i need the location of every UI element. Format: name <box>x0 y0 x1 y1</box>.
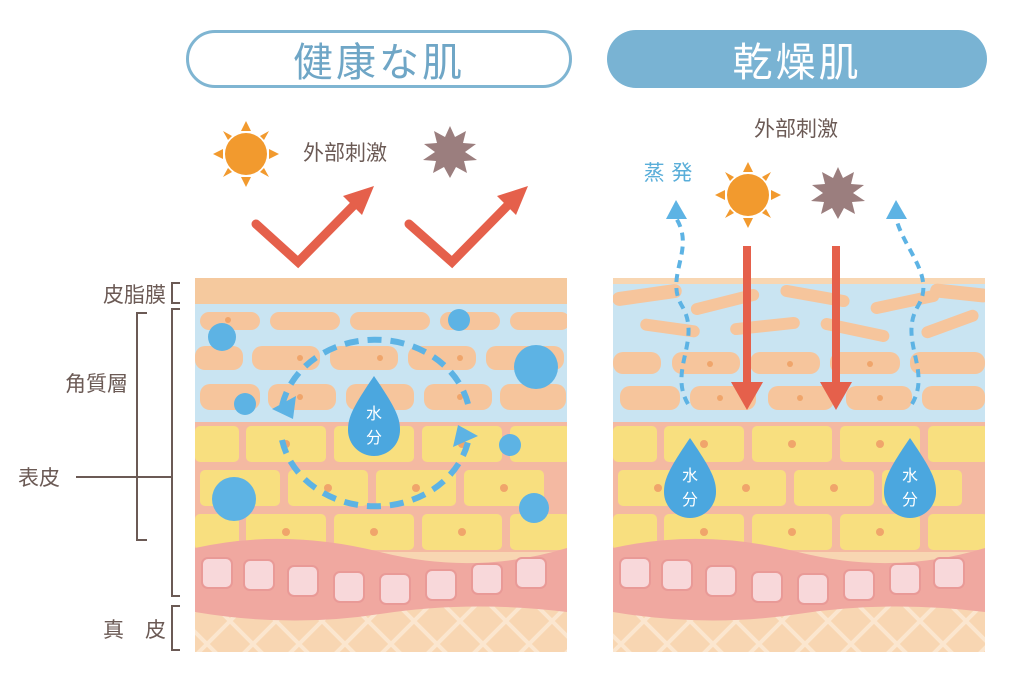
evaporation-arrow-icon <box>674 216 926 406</box>
water-drop-icon: 水 分 <box>884 438 936 518</box>
dry-skin-title: 乾燥肌 <box>607 30 987 88</box>
sun-icon <box>213 121 279 187</box>
svg-text:分: 分 <box>902 490 918 509</box>
water-drop-icon: 水 分 <box>348 376 400 456</box>
dermis-label: 真 皮 <box>103 618 166 642</box>
sebum-membrane-label: 皮脂膜 <box>103 283 166 307</box>
reflect-arrowhead <box>343 186 374 215</box>
circulation-arrowhead <box>453 425 478 447</box>
reflect-arrowhead <box>497 186 528 215</box>
svg-text:分: 分 <box>682 490 698 509</box>
external-stimulus-label: 外部刺激 <box>303 141 387 165</box>
evaporation-label: 蒸 発 <box>644 161 693 185</box>
epidermis-label: 表皮 <box>18 466 60 490</box>
moisture-droplets <box>208 309 558 523</box>
svg-text:水: 水 <box>682 466 698 485</box>
svg-text:分: 分 <box>366 428 382 447</box>
penetration-arrow-icon <box>731 246 852 410</box>
water-drop-icon: 水 分 <box>664 438 716 518</box>
circulation-arrowhead <box>272 396 296 419</box>
sun-icon <box>715 162 781 228</box>
svg-text:水: 水 <box>902 466 918 485</box>
irritant-spiky-icon <box>423 126 477 178</box>
layer-brackets <box>76 282 180 651</box>
basal-cells <box>201 557 547 605</box>
sebum-layer <box>195 278 567 304</box>
evaporation-arrowhead <box>666 200 687 219</box>
healthy-skin-title: 健康な肌 <box>186 30 572 88</box>
irritant-spiky-icon <box>811 167 865 219</box>
reflect-arrow-icon <box>251 197 516 269</box>
basal-cells <box>619 557 965 605</box>
dry-skin-cross-section <box>613 278 985 652</box>
external-stimulus-label: 外部刺激 <box>754 117 838 141</box>
svg-text:水: 水 <box>366 404 382 423</box>
healthy-skin-cross-section <box>195 278 567 652</box>
circulation-arrow-icon <box>279 336 471 510</box>
stratum-corneum-label: 角質層 <box>65 372 128 396</box>
evaporation-arrowhead <box>886 200 907 219</box>
